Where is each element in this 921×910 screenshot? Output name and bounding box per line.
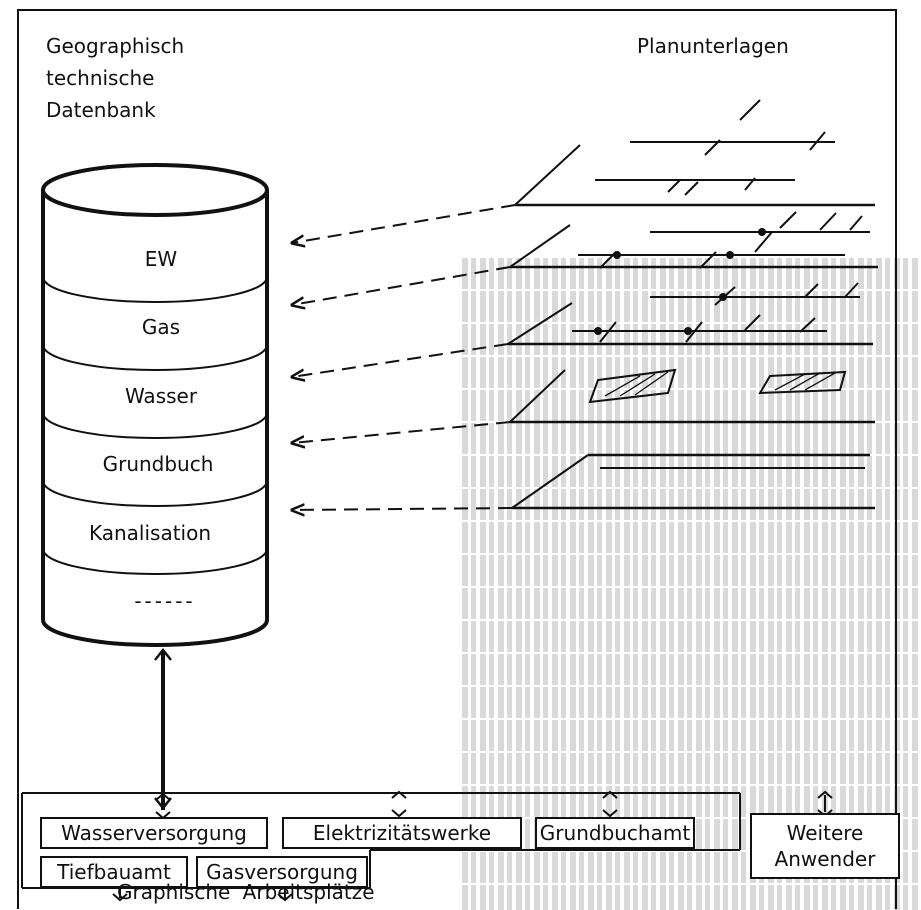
box-gasversorgung: Gasversorgung	[196, 856, 368, 888]
plan-arrows	[292, 204, 516, 510]
database-cylinder	[41, 163, 269, 647]
box-grundbuchamt: Grundbuchamt	[535, 817, 695, 849]
plan-sheets	[507, 99, 878, 510]
plans-title: Planunterlagen	[637, 34, 789, 58]
box-tiefbauamt: Tiefbauamt	[40, 856, 188, 888]
layer-placeholder: ------	[134, 589, 196, 613]
box-wasserversorgung: Wasserversorgung	[40, 817, 268, 849]
box-weitere-anwender: Weitere Anwender	[750, 813, 900, 879]
layer-wasser: Wasser	[124, 384, 198, 408]
workstation-bus	[21, 790, 833, 902]
layer-ew: EW	[144, 247, 178, 271]
figure-frame	[17, 9, 897, 909]
database-title-line-1: Geographisch	[46, 34, 185, 58]
database-title-line-2: technische	[46, 66, 155, 90]
weitere-line-2: Anwender	[774, 847, 876, 871]
layer-grundbuch: Grundbuch	[102, 452, 214, 476]
box-elektrizitaetswerke: Elektrizitätswerke	[282, 817, 522, 849]
db-link	[154, 647, 172, 811]
layer-gas: Gas	[141, 315, 181, 339]
workstations-title: Graphische Arbeitsplätze	[117, 880, 375, 904]
database-title-line-3: Datenbank	[46, 98, 156, 122]
weitere-line-1: Weitere	[786, 821, 864, 845]
layer-kanalisation: Kanalisation	[88, 521, 212, 545]
